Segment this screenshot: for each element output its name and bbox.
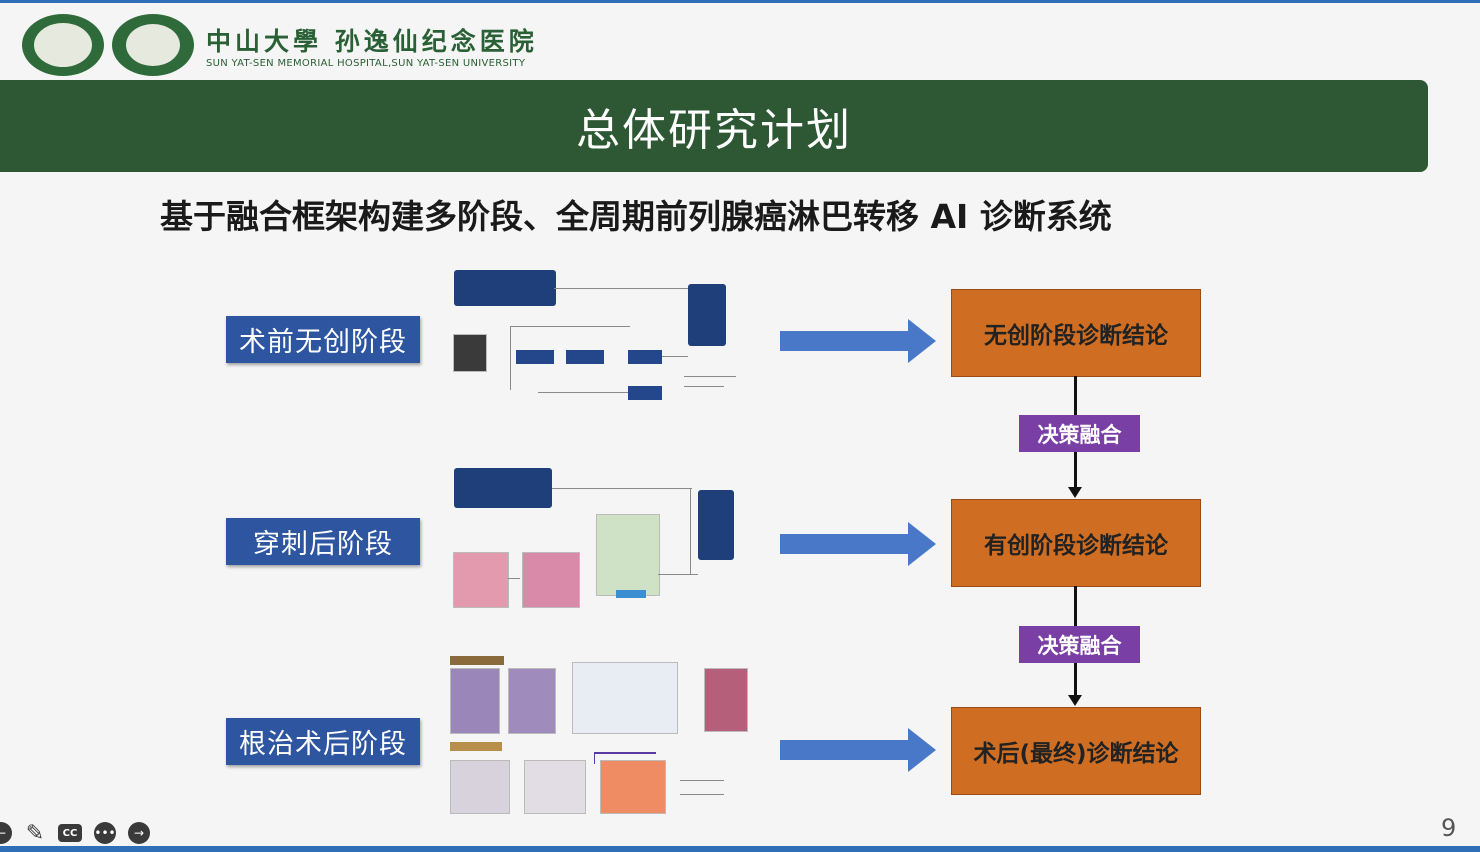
fusion-badge-1: 决策融合 [1019,415,1140,452]
slide-title: 总体研究计划 [576,105,852,156]
hospital-portrait-logo [112,14,194,76]
conclusion-postop-final: 术后(最终)诊断结论 [951,707,1201,795]
connector-arrowhead-1 [1068,487,1082,498]
title-banner: 总体研究计划 [0,80,1428,172]
postop-pipeline-diagram [446,654,752,824]
stage-label-biopsy: 穿刺后阶段 [226,518,420,565]
fusion-badge-2: 决策融合 [1019,626,1140,663]
connector-arrowhead-2 [1068,695,1082,706]
slide-subtitle: 基于融合框架构建多阶段、全周期前列腺癌淋巴转移 AI 诊断系统 [160,197,1112,236]
stage-label-preop: 术前无创阶段 [226,316,420,363]
bottom-accent-line [0,846,1480,852]
university-seal-logo [22,14,104,76]
arrow-right-2 [780,522,936,566]
conclusion-noninvasive: 无创阶段诊断结论 [951,289,1201,377]
back-icon[interactable]: ← [0,822,12,844]
arrow-right-3 [780,728,936,772]
hospital-name-cn: 中山大學 孙逸仙纪念医院 [206,27,538,56]
biopsy-pipeline-diagram [450,466,750,618]
preop-pipeline-diagram [450,268,750,420]
presentation-toolbar: ← ✎ CC ••• → [0,820,162,846]
conclusion-invasive: 有创阶段诊断结论 [951,499,1201,587]
cc-icon[interactable]: CC [58,824,82,842]
pen-icon[interactable]: ✎ [25,820,45,846]
hospital-name-en: SUN YAT-SEN MEMORIAL HOSPITAL,SUN YAT-SE… [206,58,526,69]
arrow-right-1 [780,319,936,363]
more-icon[interactable]: ••• [94,822,116,844]
stage-label-postop: 根治术后阶段 [226,718,420,765]
page-number: 9 [1441,814,1457,842]
top-accent-line [0,0,1480,3]
forward-icon[interactable]: → [128,822,150,844]
